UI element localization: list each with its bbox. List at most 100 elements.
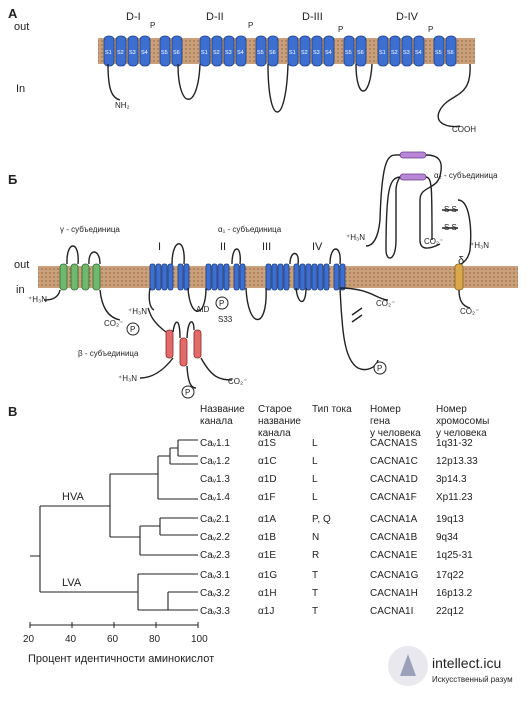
cell-name: Caᵥ2.2 — [200, 532, 230, 543]
helix-d3-s4: S4 — [323, 35, 335, 67]
delta-c-term: CO₂⁻ — [460, 307, 479, 316]
alpha1-ploop-2 — [231, 248, 241, 265]
alpha1-domain-4: IV — [312, 241, 323, 253]
cell-gene: CACNA1B — [370, 532, 418, 543]
alpha1-helix-d4-s2 — [311, 263, 318, 291]
cell-name: Caᵥ3.2 — [200, 588, 230, 599]
helix-d2-s2: S2 — [211, 35, 223, 67]
alpha1-helix-d3-s1 — [265, 263, 272, 291]
disulfide-2: S S — [444, 223, 457, 232]
loop-2-3 — [267, 63, 289, 113]
cell-chrom: 19q13 — [436, 514, 464, 525]
axis-tick-label: 40 — [65, 634, 77, 645]
alpha1-helix-d1-s1 — [149, 263, 156, 291]
cooh-tail — [437, 63, 471, 128]
cell-chrom: 22q12 — [436, 606, 464, 617]
panel-b-helices — [149, 263, 346, 291]
svg-text:S6: S6 — [173, 50, 180, 56]
alpha1-loop-1-2 — [187, 287, 207, 312]
svg-text:S2: S2 — [117, 50, 124, 56]
svg-text:S3: S3 — [313, 50, 320, 56]
cell-current: L — [312, 474, 318, 485]
panel-b-out-label: out — [14, 259, 29, 271]
cell-chrom: 9q34 — [436, 532, 459, 543]
cell-current: T — [312, 588, 318, 599]
cell-chrom: 1q25-31 — [436, 550, 473, 561]
beta-label: β - субъединица — [78, 349, 139, 358]
cell-current: N — [312, 532, 319, 543]
alpha1-helix-d1-s6 — [183, 263, 190, 291]
helix-d4-s3: S3 — [401, 35, 413, 67]
gamma-c-term: CO₂⁻ — [104, 319, 123, 328]
cooh-label: COOH — [452, 125, 476, 134]
cell-gene: CACNA1I — [370, 606, 413, 617]
delta-c-tail — [458, 289, 471, 309]
svg-text:S2: S2 — [301, 50, 308, 56]
svg-text:S1: S1 — [201, 50, 208, 56]
cell-chrom: Xp11.23 — [436, 492, 473, 503]
cell-gene: CACNA1F — [370, 492, 417, 503]
alpha1-helix-d2-s5 — [233, 263, 240, 291]
cell-gene: CACNA1D — [370, 474, 418, 485]
alpha1-label: α₁ - субъединица — [218, 225, 282, 234]
alpha1-ploop-1 — [171, 243, 185, 265]
alpha1-domain-2: II — [220, 241, 226, 253]
loop-3-4 — [355, 63, 373, 92]
cell-current: T — [312, 606, 318, 617]
cell-current: L — [312, 492, 318, 503]
alpha1-c-break — [351, 307, 363, 323]
helix-d4-s5: S5 — [433, 35, 445, 67]
alpha1-loop-3-4 — [295, 287, 307, 303]
helix-d2-s3: S3 — [223, 35, 235, 67]
alpha1-helix-d4-s5 — [333, 263, 340, 291]
helix-d2-s6: S6 — [267, 35, 279, 67]
axis-label: Процент идентичности аминокислот — [28, 653, 214, 665]
alpha1-helix-d2-s6 — [239, 263, 246, 291]
alpha1-ploop-3 — [289, 252, 299, 265]
delta-label: δ — [458, 255, 464, 267]
panel-a-in-label: In — [16, 83, 25, 95]
alpha1-c-term: CO₂⁻ — [376, 299, 395, 308]
cell-current: L — [312, 456, 318, 467]
cell-gene: CACNA1E — [370, 550, 418, 561]
svg-text:S2: S2 — [213, 50, 220, 56]
beta-c-term: CO₂⁻ — [228, 377, 247, 386]
gamma-n-term: ⁺H₃N — [28, 295, 47, 304]
header-name-l1: Название — [200, 404, 245, 415]
cell-old: α1H — [258, 588, 277, 599]
domain-label-2: D-II — [206, 11, 224, 23]
cell-gene: CACNA1C — [370, 456, 418, 467]
watermark-tagline: Искусственный разум — [432, 675, 513, 684]
alpha1-helix-d2-s4 — [223, 263, 230, 291]
alpha1-ploop-4 — [329, 248, 341, 265]
svg-text:S3: S3 — [225, 50, 232, 56]
svg-text:S1: S1 — [379, 50, 386, 56]
alpha1-c-tail-2 — [339, 287, 389, 301]
alpha1-c-tail — [339, 287, 379, 371]
delta-n-term: ⁺H₃N — [470, 241, 489, 250]
lva-label: LVA — [62, 577, 82, 589]
alpha1-helix-d4-s1 — [305, 263, 312, 291]
cell-current: T — [312, 570, 318, 581]
svg-text:S6: S6 — [269, 50, 276, 56]
beta-phospho-site-1 — [126, 322, 140, 336]
disulfide-1: S S — [444, 205, 457, 214]
alpha1-helix-d3-s3 — [277, 263, 284, 291]
cell-current: P, Q — [312, 514, 331, 525]
helix-d3-s6: S6 — [355, 35, 367, 67]
cell-name: Caᵥ3.1 — [200, 570, 230, 581]
alpha2-n-term: ⁺H₃N — [346, 233, 365, 242]
alpha1-helix-d3-s4 — [283, 263, 290, 291]
cell-old: α1B — [258, 532, 276, 543]
header-current: Тип тока — [312, 404, 352, 415]
svg-text:S4: S4 — [415, 50, 422, 56]
alpha1-helix-d3-s6 — [299, 263, 306, 291]
